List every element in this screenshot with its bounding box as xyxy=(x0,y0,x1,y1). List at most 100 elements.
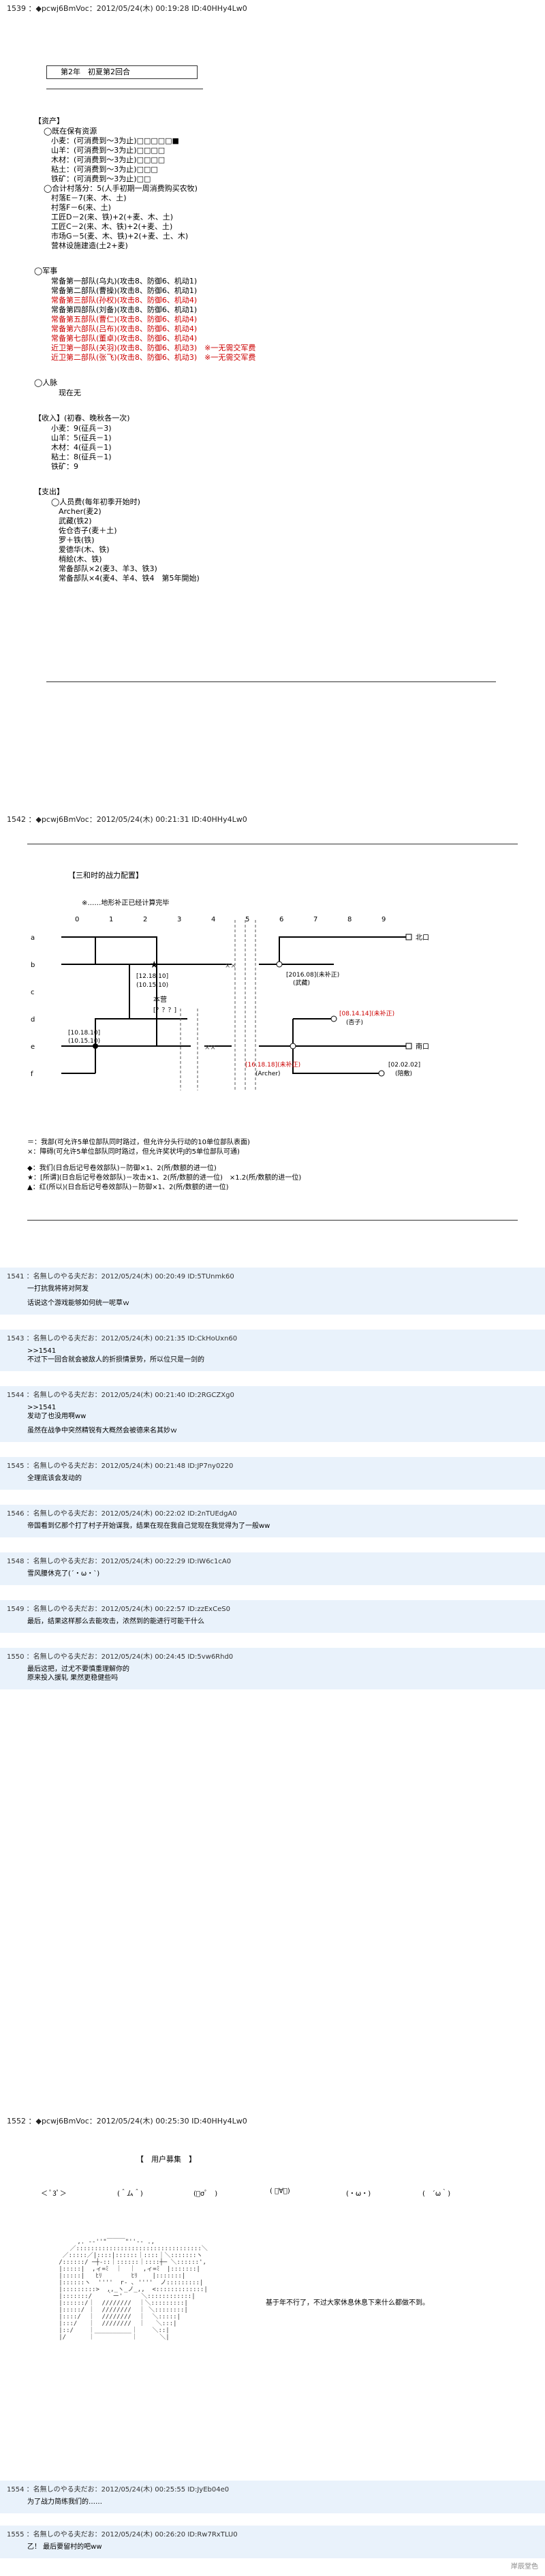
legend-line: ▲：红(所以)(日合后记号卷效部队)－防御×1、2(所/数额的进一位) xyxy=(27,1184,229,1191)
post-1542: 1542 ：◆pcwj6BmVoc：2012/05/24(木) 00:21:31… xyxy=(0,811,545,1221)
reply-post: 1550 ：名無しのやる夫だお：2012/05/24(木) 00:24:45 I… xyxy=(0,1648,545,1689)
reply-header: 1554 ：名無しのやる夫だお：2012/05/24(木) 00:25:55 I… xyxy=(7,2486,230,2494)
report-line: 小麦：9(征兵－3) xyxy=(44,424,112,433)
label-ally4b: (陪敷) xyxy=(395,1069,412,1077)
report-line: 罗＋铁(铁) xyxy=(44,536,95,545)
label-ally2b: (杏子) xyxy=(346,1018,363,1026)
legend-line: ×：障碍(可允许5单位部队同时路过，但允许奖状坪J的5单位部队可通) xyxy=(27,1148,240,1156)
reply-line: 原来投入援轧 果然更稳健些吗 xyxy=(27,1674,119,1682)
ascii-art: ,. -‐''"￣￣￣"''‐- ., ／:::::::::::::::::::… xyxy=(59,2239,208,2341)
tail-reply-list: 1554 ：名無しのやる夫だお：2012/05/24(木) 00:25:55 I… xyxy=(0,2481,545,2571)
reply-line: 发动了也没用啊ww xyxy=(27,1413,87,1420)
row-label: c xyxy=(31,989,35,996)
column-label: 8 xyxy=(347,916,352,923)
report-line: 市场G－5(麦、木、铁)+2(+麦、土、木) xyxy=(44,232,189,241)
reply-header: 1546 ：名無しのやる夫だお：2012/05/24(木) 00:22:02 I… xyxy=(7,1510,237,1518)
ascii-face: ( ´ω｀) xyxy=(422,2190,451,2198)
recruit-title: 【 用户募集 】 xyxy=(136,2155,196,2164)
row-label: b xyxy=(31,962,35,969)
report-line: 常备第三部队(孙权)(攻击8、防御6、机动4) xyxy=(44,296,198,305)
report-line: 营林设施建造(土2+麦) xyxy=(44,241,128,250)
reply-header: 1545 ：名無しのやる夫だお：2012/05/24(木) 00:21:48 I… xyxy=(7,1462,234,1470)
reply-post: 1545 ：名無しのやる夫だお：2012/05/24(木) 00:21:48 I… xyxy=(0,1457,545,1490)
report-line: 小麦：(可消费到～3为止)□□□□□■ xyxy=(44,136,179,145)
column-label: 2 xyxy=(143,916,147,923)
reply-header: 1543 ：名無しのやる夫だお：2012/05/24(木) 00:21:35 I… xyxy=(7,1335,238,1343)
reply-post: 1544 ：名無しのやる夫だお：2012/05/24(木) 00:21:40 I… xyxy=(0,1386,545,1442)
ascii-face: ( ﾟ∀ﾟ) xyxy=(270,2188,290,2195)
reply-line: >>1541 xyxy=(27,1404,57,1411)
label-north: 北口 xyxy=(416,934,429,942)
face-row: ＜ ﾟ3ﾟ＞(＾ム＾)(ﾟσﾟ )( ﾟ∀ﾟ)(・ω・)( ´ω｀) xyxy=(41,2188,504,2215)
reply-line: 不过下一回合就会被敌人的折损情景势，所以位只是一剑的 xyxy=(27,1356,204,1364)
report-line: ◯既在保有资源 xyxy=(44,127,97,136)
report-line: 常备第六部队(吕布)(攻击8、防御6、机动4) xyxy=(44,324,198,333)
ascii-face: (＾ム＾) xyxy=(117,2190,143,2198)
reply-list: 1541 ：名無しのやる夫だお：2012/05/24(木) 00:20:49 I… xyxy=(0,1268,545,1704)
reply-line xyxy=(7,1293,538,1299)
label-ally1b: (武藏) xyxy=(293,979,310,987)
reply-header: 1541 ：名無しのやる夫だお：2012/05/24(木) 00:20:49 I… xyxy=(7,1273,234,1281)
section-heading: 【资产】 xyxy=(34,117,64,125)
battle-title: 【三和时的战力配置】 xyxy=(68,871,143,880)
reply-line: 虽然在战争中突然精锐有大概然会被德来名其妙ｗ xyxy=(27,1427,177,1435)
report-line: 常备部队×2(麦3、羊3、铁3) xyxy=(44,564,157,573)
report-line: ◯人员费(每年初季开始时) xyxy=(44,497,140,506)
reply-post: 1543 ：名無しのやる夫だお：2012/05/24(木) 00:21:35 I… xyxy=(0,1330,545,1371)
divider xyxy=(27,1220,518,1221)
reply-line: 一打抗我将将对阿发 xyxy=(27,1285,89,1293)
reply-post: 1541 ：名無しのやる夫だお：2012/05/24(木) 00:20:49 I… xyxy=(0,1268,545,1315)
report-line: 常备第四部队(刘备)(攻击8、防御6、机动1) xyxy=(44,305,198,314)
report-line: 佐仓杏子(麦＋土) xyxy=(44,526,117,535)
post-header: 1552 ：◆pcwj6BmVoc：2012/05/24(木) 00:25:30… xyxy=(7,2117,247,2126)
column-label: 5 xyxy=(245,916,249,923)
label-hq: 本营 xyxy=(153,995,167,1004)
label-ally1: [2016.08](未补正) xyxy=(286,970,339,979)
terrain-note: ※……地形补正已经计算完毕 xyxy=(82,900,170,907)
reply-post: 1549 ：名無しのやる夫だお：2012/05/24(木) 00:22:57 I… xyxy=(0,1600,545,1633)
report-line: 武藏(铁2) xyxy=(44,517,92,525)
report-line: 常备第五部队(曹仁)(攻击8、防御6、机动4) xyxy=(44,315,198,324)
svg-text:××: ×× xyxy=(225,962,236,970)
post-header: 1539 ：◆pcwj6BmVoc：2012/05/24(木) 00:19:28… xyxy=(7,4,247,13)
legend-line: ★：[所谓](日合后记号卷效部队)－攻击×1、2(所/数额的进一位) ×1.2(… xyxy=(27,1174,302,1182)
reply-line xyxy=(7,1421,538,1426)
label-south: 南口 xyxy=(416,1042,429,1051)
section-heading: 【收入】(初春、晚秋各一次) xyxy=(34,414,130,423)
watermark: 岸辰堂色 xyxy=(511,2563,538,2571)
report-line: 粘土：(可消费到～3为止)□□□ xyxy=(44,165,158,174)
reply-header: 1549 ：名無しのやる夫だお：2012/05/24(木) 00:22:57 I… xyxy=(7,1606,230,1613)
row-label: d xyxy=(31,1016,35,1024)
label-unit2: [10.18.10] xyxy=(68,1030,100,1037)
report-line: 近卫第一部队(关羽)(攻击8、防御6、机动3) ※一无需交军费 xyxy=(44,343,256,352)
row-label: a xyxy=(31,934,35,942)
row-label: f xyxy=(31,1071,33,1078)
reply-post: 1546 ：名無しのやる夫だお：2012/05/24(木) 00:22:02 I… xyxy=(0,1505,545,1537)
reply-header: 1544 ：名無しのやる夫だお：2012/05/24(木) 00:21:40 I… xyxy=(7,1392,234,1399)
label-ally4: [02.02.02] xyxy=(388,1062,420,1069)
svg-text:××: ×× xyxy=(204,1044,216,1052)
reply-post: 1555 ：名無しのやる夫だお：2012/05/24(木) 00:26:20 I… xyxy=(0,2526,545,2558)
report-line: 铁矿：9 xyxy=(44,462,78,471)
reply-post: 1548 ：名無しのやる夫だお：2012/05/24(木) 00:22:29 I… xyxy=(0,1552,545,1585)
legend-line xyxy=(27,1157,518,1164)
reply-line: 雪风腰休克了(´・ω・`) xyxy=(27,1570,100,1578)
reply-line: 帝国看到亿那个打了村子开始谋我，结果在现在我自己觉现在我觉得为了一般ww xyxy=(27,1522,270,1530)
row-label: e xyxy=(31,1043,35,1051)
ascii-face: (・ω・) xyxy=(346,2190,371,2198)
resource-report: 【资产】◯既在保有资源 小麦：(可消费到～3为止)□□□□□■ 山羊：(可消费到… xyxy=(34,101,511,583)
column-label: 7 xyxy=(313,916,317,923)
turn-title: 第2年 初夏第2回合 xyxy=(61,67,130,76)
column-label: 6 xyxy=(279,916,283,923)
legend: ＝：我部(可允许5单位部队同时路过，但允许分头行动的10单位部队表面) ×：障碍(… xyxy=(27,1138,518,1193)
report-line: 村落F－6(来、土) xyxy=(44,203,111,212)
turn-title-box: 第2年 初夏第2回合 xyxy=(46,65,198,79)
legend-line: ＝：我部(可允许5单位部队同时路过，但允许分头行动的10单位部队表面) xyxy=(27,1139,250,1146)
reply-line: 话说这个游戏能够如何统一呢草ｗ xyxy=(27,1300,129,1307)
reply-header: 1548 ：名無しのやる夫だお：2012/05/24(木) 00:22:29 I… xyxy=(7,1558,232,1565)
post-1539: 1539 ：◆pcwj6BmVoc：2012/05/24(木) 00:19:28… xyxy=(0,0,545,682)
post-header: 1542 ：◆pcwj6BmVoc：2012/05/24(木) 00:21:31… xyxy=(7,815,247,824)
label-unit1b: (10.15.10) xyxy=(136,982,168,989)
reply-line: 乙！ 最后要留村的吧ww xyxy=(27,2543,102,2551)
section-heading: ◯人脉 xyxy=(34,378,58,387)
